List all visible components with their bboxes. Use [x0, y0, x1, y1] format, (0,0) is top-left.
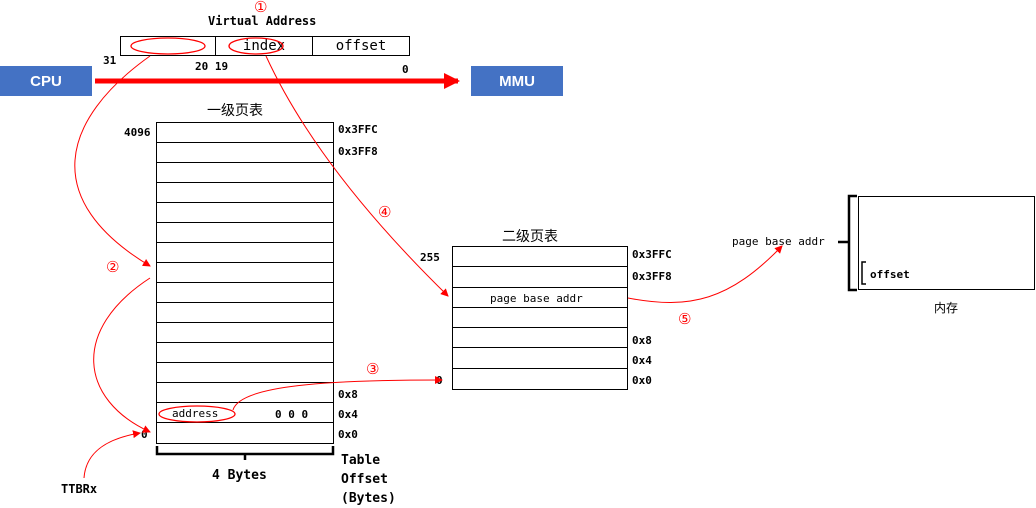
- level1-table-row: [157, 263, 333, 283]
- level1-table-row: [157, 363, 333, 383]
- level1-table-row: [157, 243, 333, 263]
- level2-table-row: [453, 348, 627, 369]
- bit-31-label: 31: [103, 54, 117, 67]
- l2-page-base-entry: page base addr: [490, 292, 583, 305]
- level1-table-row: [157, 323, 333, 343]
- step-3-curve: [232, 376, 443, 411]
- level1-table-row: [157, 343, 333, 363]
- level1-title: 一级页表: [207, 103, 263, 119]
- level1-width-label: 4 Bytes: [212, 468, 267, 483]
- level2-page-table: [452, 246, 628, 390]
- ttbr-arrow: [83, 430, 141, 479]
- level1-table-row: [157, 123, 333, 143]
- l2-offset-0x4: 0x4: [632, 354, 652, 367]
- virtual-address-box: index offset: [120, 36, 410, 56]
- level2-top-index: 255: [420, 251, 440, 264]
- level2-title: 二级页表: [502, 229, 558, 245]
- cpu-box: CPU: [0, 66, 92, 96]
- l1-zero-bits: 0 0 0: [275, 408, 309, 421]
- level1-width-bracket: [155, 446, 335, 460]
- l1-offset-0x4: 0x4: [338, 408, 358, 421]
- table-offset-caption-line1: Table: [341, 453, 381, 468]
- level1-table-row: [157, 203, 333, 223]
- va-index-ellipse: [228, 37, 284, 55]
- table-offset-caption-line3: (Bytes): [341, 491, 396, 506]
- step-3-marker: ③: [366, 360, 380, 378]
- l1-address-ellipse: [158, 405, 236, 423]
- level1-table-row: [157, 303, 333, 323]
- table-offset-caption-line2: Offset: [341, 472, 388, 487]
- level2-table-row: [453, 328, 627, 349]
- l2-offset-0x3ffc: 0x3FFC: [632, 248, 672, 261]
- step-5-curve: [627, 245, 783, 303]
- level1-table-row: [157, 403, 333, 423]
- l1-offset-0x8: 0x8: [338, 388, 358, 401]
- step-2-curve-b: [93, 277, 151, 433]
- bit-20-19-label: 20 19: [195, 60, 229, 73]
- memory-offset-label: offset: [870, 268, 910, 281]
- level1-table-row: [157, 143, 333, 163]
- memory-page-bracket: [838, 194, 857, 292]
- memory-offset-bracket: [861, 261, 866, 285]
- table-offset-caption: Table Offset (Bytes): [341, 451, 396, 508]
- step-1-marker: ①: [254, 0, 268, 16]
- l1-offset-0x3ffc: 0x3FFC: [338, 123, 378, 136]
- level2-table-row: [453, 247, 627, 268]
- level1-bottom-index: 0: [141, 428, 148, 441]
- l2-offset-0x3ff8: 0x3FF8: [632, 270, 672, 283]
- level1-page-table: [156, 122, 334, 444]
- va-l1-index-ellipse: [130, 37, 206, 55]
- level1-table-row: [157, 383, 333, 403]
- step-4-curve: [265, 55, 449, 297]
- level1-table-row: [157, 283, 333, 303]
- l2-offset-0x0: 0x0: [632, 374, 652, 387]
- level1-table-row: [157, 163, 333, 183]
- l1-offset-0x3ff8: 0x3FF8: [338, 145, 378, 158]
- level2-table-row: [453, 267, 627, 288]
- l2-offset-0x8: 0x8: [632, 334, 652, 347]
- level1-top-index: 4096: [124, 126, 151, 139]
- level1-table-row: [157, 223, 333, 243]
- virtual-address-title: Virtual Address: [208, 14, 317, 28]
- va-segment-offset: offset: [335, 38, 387, 54]
- memory-title: 内存: [934, 301, 959, 315]
- va-segment-l1: [121, 37, 216, 55]
- level1-table-row: [157, 183, 333, 203]
- memory-block: [858, 196, 1035, 290]
- bit-0-label: 0: [402, 63, 409, 76]
- level2-table-row: [453, 308, 627, 329]
- step-5-marker: ⑤: [678, 310, 692, 328]
- step-4-marker: ④: [378, 203, 392, 221]
- va-segment-index: index: [216, 37, 313, 55]
- step-2-marker: ②: [106, 258, 120, 276]
- mmu-box: MMU: [471, 66, 563, 96]
- l1-address-entry: address: [172, 407, 219, 420]
- level2-table-row: [453, 288, 627, 308]
- l1-offset-0x0: 0x0: [338, 428, 358, 441]
- ttbr-label: TTBRx: [61, 482, 98, 496]
- memory-page-base-label: page base addr: [732, 235, 825, 248]
- step-2-curve-a: [74, 55, 151, 267]
